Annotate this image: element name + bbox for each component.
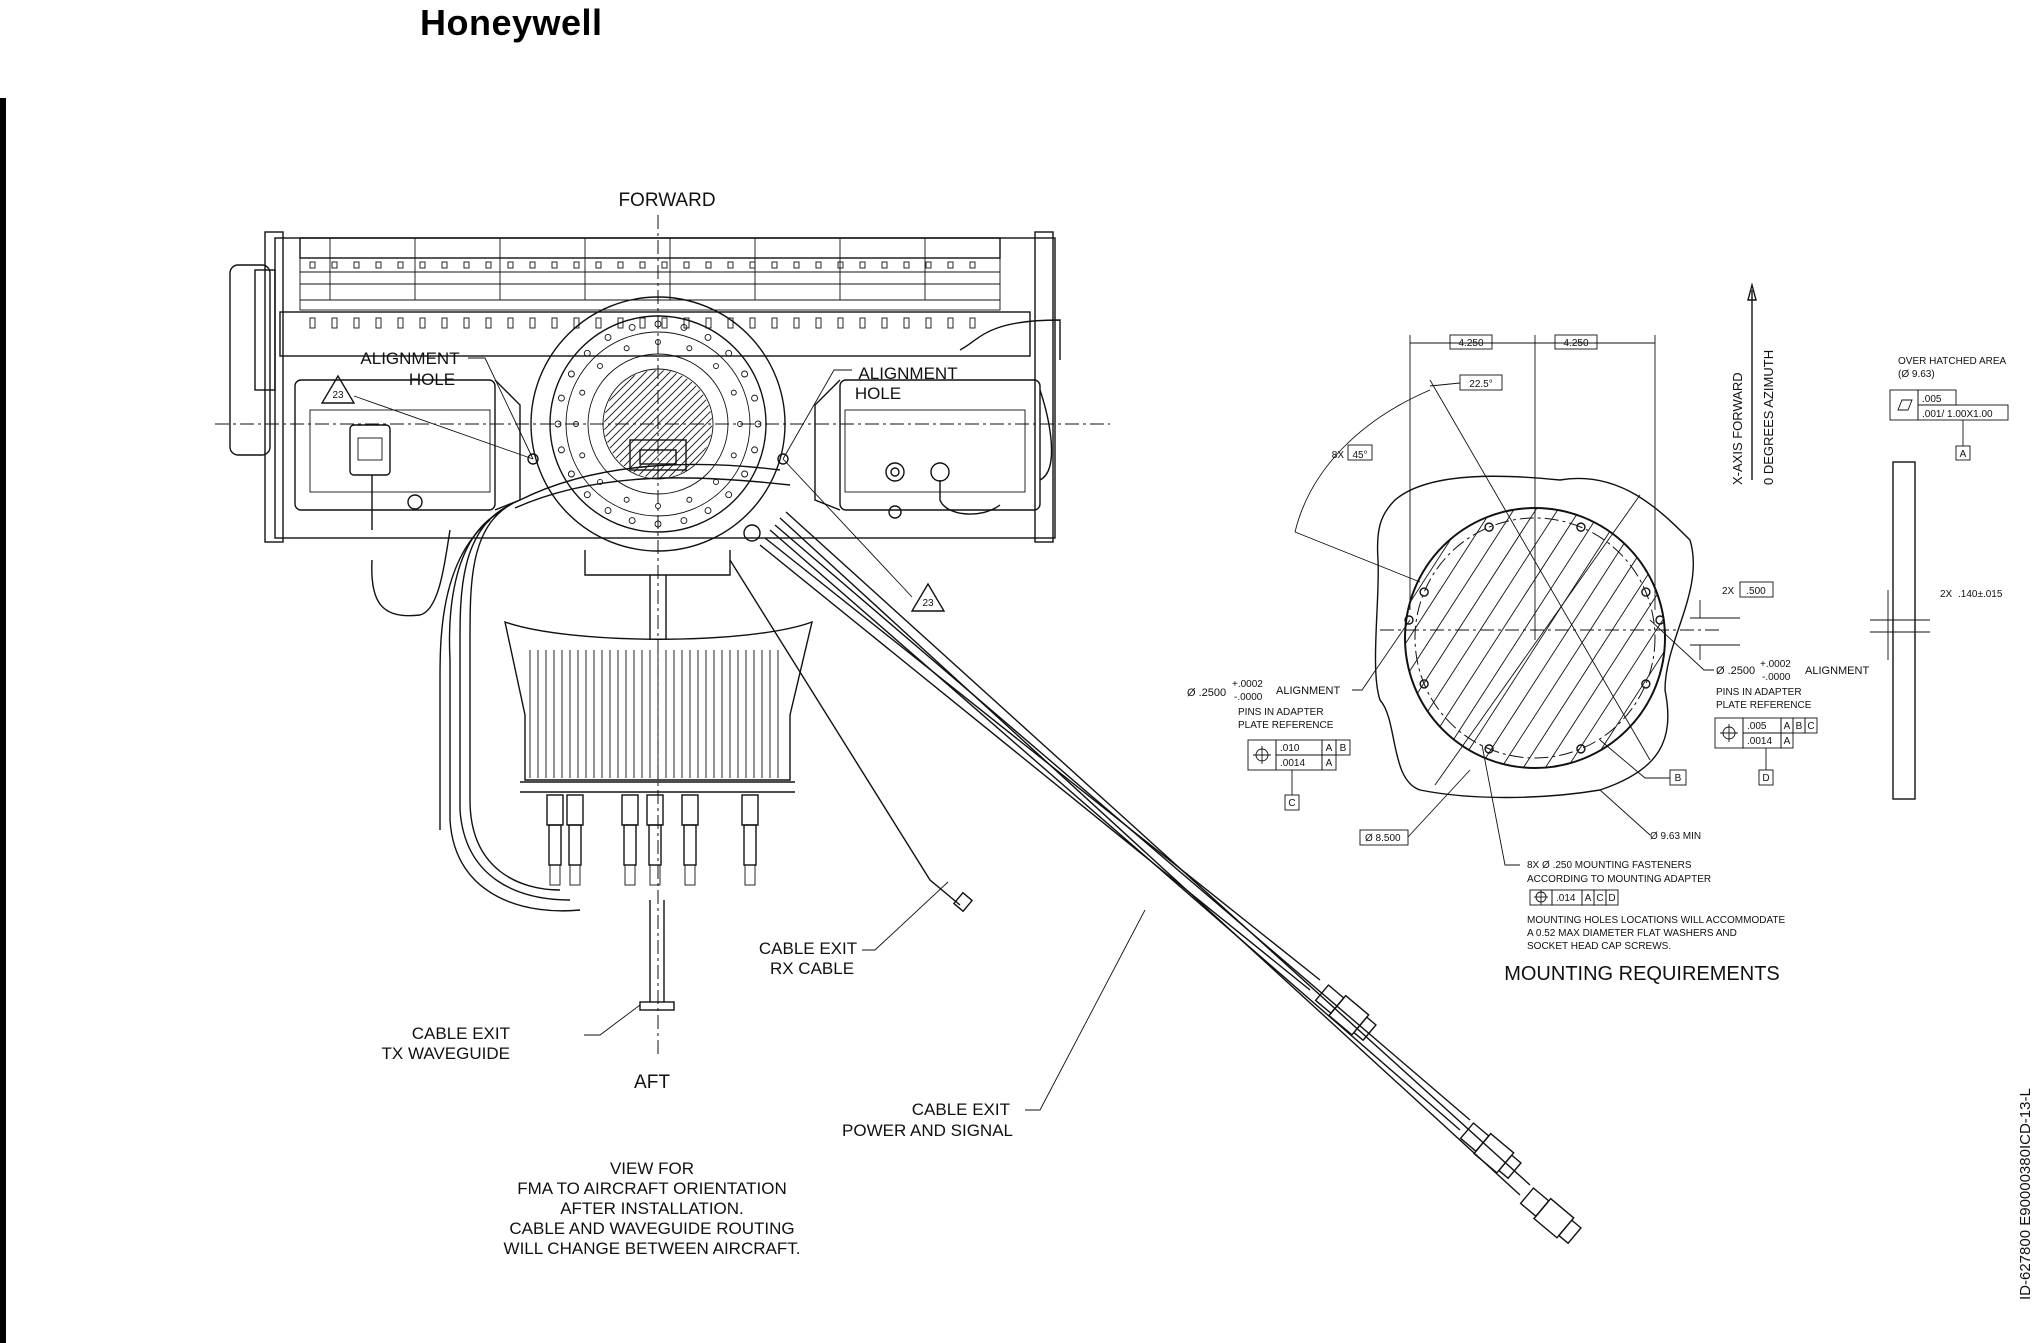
pin-left-desc-line1: PINS IN ADAPTER xyxy=(1238,707,1324,718)
alignment-hole-right-line2: HOLE xyxy=(855,384,901,403)
holes-note-line1: MOUNTING HOLES LOCATIONS WILL ACCOMMODAT… xyxy=(1527,915,1786,926)
angle-45: 45° xyxy=(1352,450,1367,461)
view-note: VIEW FOR FMA TO AIRCRAFT ORIENTATION AFT… xyxy=(504,1159,801,1258)
thickness-count: 2X xyxy=(1940,589,1953,600)
pin-right-fcf2-value: .0014 xyxy=(1747,736,1772,747)
forward-label: FORWARD xyxy=(618,190,715,211)
pin-right-label: ALIGNMENT xyxy=(1805,665,1869,677)
pin-right-fcf-datum-c: C xyxy=(1807,721,1814,732)
pin-right-tol-plus: +.0002 xyxy=(1760,659,1791,670)
drawing-id: ID-627800 E90000380ICD-13-L xyxy=(2017,1088,2034,1300)
gap-count: 2X xyxy=(1722,586,1735,597)
pin-left-tol-plus: +.0002 xyxy=(1232,679,1263,690)
datum-b: B xyxy=(1675,773,1682,784)
view-note-line1: VIEW FOR xyxy=(610,1159,694,1178)
pin-right-fcf-value: .005 xyxy=(1747,721,1767,732)
power-signal-label-line1: CABLE EXIT xyxy=(912,1100,1010,1119)
datum-a-flat: A xyxy=(1960,449,1967,460)
hatched-area-note-line2: (Ø 9.63) xyxy=(1898,369,1935,380)
holes-note-line2: A 0.52 MAX DIAMETER FLAT WASHERS AND xyxy=(1527,928,1737,939)
flatness-value: .005 xyxy=(1922,394,1942,405)
dim-4250-left: 4.250 xyxy=(1458,338,1483,349)
angle-22-5: 22.5° xyxy=(1469,379,1492,390)
pin-right-tol-minus: -.0000 xyxy=(1762,672,1791,683)
pin-left-fcf-datum-a: A xyxy=(1326,743,1333,754)
pin-left-fcf-value: .010 xyxy=(1280,743,1300,754)
aft-label: AFT xyxy=(634,1072,670,1093)
alignment-hole-left-line1: ALIGNMENT xyxy=(360,349,459,368)
pin-left-fcf-datum-b: B xyxy=(1340,743,1347,754)
gap-value: .500 xyxy=(1746,586,1766,597)
honeywell-logo: Honeywell xyxy=(420,2,603,43)
pin-left-desc-line2: PLATE REFERENCE xyxy=(1238,720,1334,731)
rx-cable-label-line1: CABLE EXIT xyxy=(759,939,857,958)
fasteners-line2: ACCORDING TO MOUNTING ADAPTER xyxy=(1527,874,1711,885)
pin-left-fcf2-datum-a: A xyxy=(1326,758,1333,769)
pin-right-fcf-datum-a: A xyxy=(1784,721,1791,732)
fasteners-line1: 8X Ø .250 MOUNTING FASTENERS xyxy=(1527,860,1692,871)
fastener-fcf-value: .014 xyxy=(1556,893,1576,904)
fastener-fcf-datum-a: A xyxy=(1585,893,1592,904)
view-note-line2: FMA TO AIRCRAFT ORIENTATION xyxy=(517,1179,787,1198)
pin-right-desc-line2: PLATE REFERENCE xyxy=(1716,700,1812,711)
zero-azimuth-label: 0 DEGREES AZIMUTH xyxy=(1761,350,1776,485)
view-note-line4: CABLE AND WAVEGUIDE ROUTING xyxy=(509,1219,794,1238)
pin-left-label: ALIGNMENT xyxy=(1276,685,1340,697)
alignment-hole-left-line2: HOLE xyxy=(409,370,455,389)
pin-right-dia: Ø .2500 xyxy=(1716,665,1755,677)
x-axis-forward-label: X-AXIS FORWARD xyxy=(1730,372,1745,485)
datum-c: C xyxy=(1288,798,1295,809)
mounting-requirements-diagram xyxy=(1247,282,2009,906)
pin-left-dia: Ø .2500 xyxy=(1187,687,1226,699)
holes-note-line3: SOCKET HEAD CAP SCREWS. xyxy=(1527,941,1671,952)
note-23-tag-left: 23 xyxy=(332,390,344,401)
dim-4250-right: 4.250 xyxy=(1563,338,1588,349)
pin-right-fcf-datum-b: B xyxy=(1796,721,1803,732)
bolt-circle-dia: Ø 8.500 xyxy=(1365,833,1401,844)
hatched-area-note-line1: OVER HATCHED AREA xyxy=(1898,356,2006,367)
note-23-tag-right: 23 xyxy=(922,598,934,609)
pin-right-desc-line1: PINS IN ADAPTER xyxy=(1716,687,1802,698)
view-note-line3: AFTER INSTALLATION. xyxy=(560,1199,744,1218)
tx-waveguide-label-line2: TX WAVEGUIDE xyxy=(382,1044,510,1063)
alignment-hole-right-line1: ALIGNMENT xyxy=(858,364,957,383)
thickness-value: .140±.015 xyxy=(1958,589,2003,600)
flatness-unit: .001/ 1.00X1.00 xyxy=(1922,409,1993,420)
view-note-line5: WILL CHANGE BETWEEN AIRCRAFT. xyxy=(504,1239,801,1258)
fastener-fcf-datum-d: D xyxy=(1608,893,1615,904)
fma-assembly xyxy=(215,215,1582,1245)
page-border xyxy=(0,98,6,1343)
fastener-fcf-datum-c: C xyxy=(1596,893,1603,904)
datum-d: D xyxy=(1762,773,1769,784)
min-dia-label: Ø 9.63 MIN xyxy=(1650,831,1701,842)
power-signal-label-line2: POWER AND SIGNAL xyxy=(842,1121,1013,1140)
rx-cable-label-line2: RX CABLE xyxy=(770,959,854,978)
pin-left-tol-minus: -.0000 xyxy=(1234,692,1263,703)
pin-left-fcf2-value: .0014 xyxy=(1280,758,1305,769)
tx-waveguide-label-line1: CABLE EXIT xyxy=(412,1024,510,1043)
angle-count: 8X xyxy=(1332,450,1345,461)
mounting-requirements-title: MOUNTING REQUIREMENTS xyxy=(1504,963,1780,985)
pin-right-fcf2-datum-a: A xyxy=(1784,736,1791,747)
